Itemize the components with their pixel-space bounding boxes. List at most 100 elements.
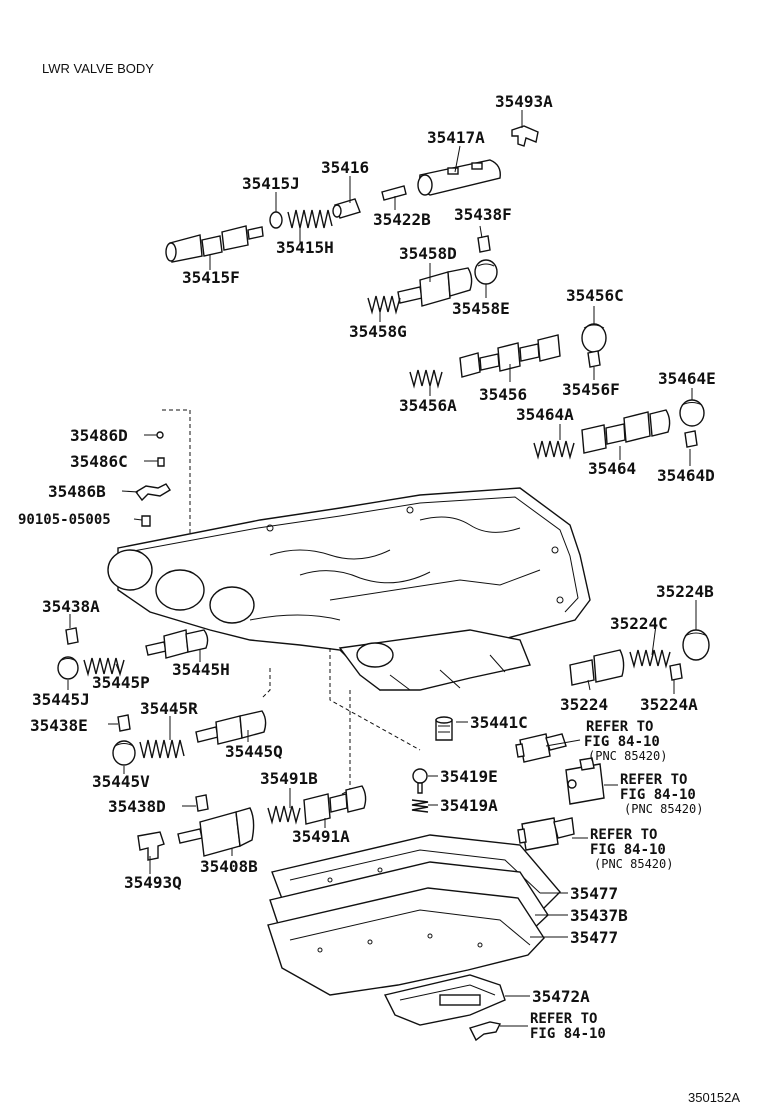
part-35438A [65, 627, 79, 645]
label-35456A: 35456A [399, 396, 457, 415]
part-35419A-spring [411, 799, 429, 813]
label-35438E: 35438E [30, 716, 88, 735]
label-35486C: 35486C [70, 452, 128, 471]
label-35416: 35416 [321, 158, 369, 177]
part-35456C [581, 323, 607, 353]
part-bottom-clip [469, 1021, 502, 1042]
part-35445H-valve [145, 629, 209, 659]
label-35456F: 35456F [562, 380, 620, 399]
part-35224C-spring [629, 649, 671, 669]
label-35224C: 35224C [610, 614, 668, 633]
part-90105-05005-bolt [141, 515, 151, 527]
part-35486D-ball [156, 431, 164, 439]
part-35464-valve [581, 409, 671, 454]
part-35438E [117, 714, 131, 732]
label-35464E: 35464E [658, 369, 716, 388]
label-35422B: 35422B [373, 210, 431, 229]
part-35415H-spring [287, 209, 333, 229]
part-35464A-spring [533, 440, 575, 460]
label-35464D: 35464D [657, 466, 715, 485]
part-35464E [679, 399, 705, 427]
svg-text:REFER TO: REFER TO [620, 772, 687, 788]
svg-text:FIG 84-10: FIG 84-10 [590, 842, 666, 858]
part-35422B-plunger [381, 185, 407, 201]
part-35419E [412, 768, 428, 794]
part-35445P-spring [83, 657, 125, 677]
part-35416-plug [332, 198, 361, 219]
svg-text:(PNC 85420): (PNC 85420) [588, 749, 667, 763]
label-35491A: 35491A [292, 827, 350, 846]
plate-35477-lower [267, 887, 545, 996]
label-35441C: 35441C [470, 713, 528, 732]
part-35408B-valve [177, 807, 255, 857]
part-35456A-spring [409, 369, 443, 389]
svg-text:(PNC 85420): (PNC 85420) [624, 802, 703, 816]
reference-note-1: REFER TO FIG 84-10 (PNC 85420) [584, 719, 667, 763]
label-35417A: 35417A [427, 128, 485, 147]
part-35456F [587, 350, 601, 368]
main-valve-body [107, 487, 591, 691]
leader-lines [67, 110, 697, 1027]
label-35456: 35456 [479, 385, 527, 404]
label-35464A: 35464A [516, 405, 574, 424]
label-35408B: 35408B [200, 857, 258, 876]
part-35491A-valve [303, 785, 367, 825]
label-35224B: 35224B [656, 582, 714, 601]
part-35417A-sleeve [417, 159, 501, 196]
part-35438F [477, 235, 491, 253]
svg-text:(PNC 85420): (PNC 85420) [594, 857, 673, 871]
label-35486D: 35486D [70, 426, 128, 445]
part-35441C-filter [435, 716, 453, 741]
label-35486B: 35486B [48, 482, 106, 501]
part-35438D [195, 794, 209, 812]
reference-note-4: REFER TO FIG 84-10 [530, 1011, 606, 1042]
part-35415J-washer [269, 211, 283, 229]
diagram-code: 350152A [688, 1090, 740, 1105]
label-35445J: 35445J [32, 690, 90, 709]
part-35486B-bracket [134, 483, 171, 502]
label-35491B: 35491B [260, 769, 318, 788]
part-35493A-clip [511, 125, 539, 147]
label-35438A: 35438A [42, 597, 100, 616]
part-35224A [669, 663, 683, 681]
label-35445H: 35445H [172, 660, 230, 679]
part-35445J [57, 656, 79, 680]
label-35493Q: 35493Q [124, 873, 182, 892]
part-35224B [682, 629, 710, 661]
label-35437B: 35437B [570, 906, 628, 925]
label-35438D: 35438D [108, 797, 166, 816]
part-35486C-pin [157, 457, 165, 467]
part-35493Q-clip [137, 831, 165, 861]
label-35458D: 35458D [399, 244, 457, 263]
label-35224: 35224 [560, 695, 608, 714]
svg-text:REFER TO: REFER TO [590, 827, 657, 843]
part-35445R-spring [139, 739, 185, 759]
part-35464D [684, 430, 698, 448]
svg-text:REFER TO: REFER TO [530, 1011, 597, 1027]
solenoid-2 [565, 757, 605, 805]
label-35458E: 35458E [452, 299, 510, 318]
part-35456-valve [459, 334, 561, 378]
part-35415F-valve [165, 225, 264, 263]
diagram-title: LWR VALVE BODY [42, 61, 154, 76]
svg-text:FIG 84-10: FIG 84-10 [530, 1026, 606, 1042]
label-35224A: 35224A [640, 695, 698, 714]
label-35456C: 35456C [566, 286, 624, 305]
label-35415J: 35415J [242, 174, 300, 193]
part-35491B-spring [267, 805, 301, 825]
part-35458G-spring [367, 295, 401, 315]
solenoid-1 [515, 733, 567, 763]
svg-text:REFER TO: REFER TO [586, 719, 653, 735]
label-35477-lower: 35477 [570, 928, 618, 947]
label-35415H: 35415H [276, 238, 334, 257]
label-35445Q: 35445Q [225, 742, 283, 761]
svg-text:FIG 84-10: FIG 84-10 [584, 734, 660, 750]
label-35419E: 35419E [440, 767, 498, 786]
label-35415F: 35415F [182, 268, 240, 287]
label-35419A: 35419A [440, 796, 498, 815]
label-35464: 35464 [588, 459, 636, 478]
part-35224-valve [569, 649, 625, 686]
label-35458G: 35458G [349, 322, 407, 341]
reference-note-3: REFER TO FIG 84-10 (PNC 85420) [590, 827, 673, 871]
